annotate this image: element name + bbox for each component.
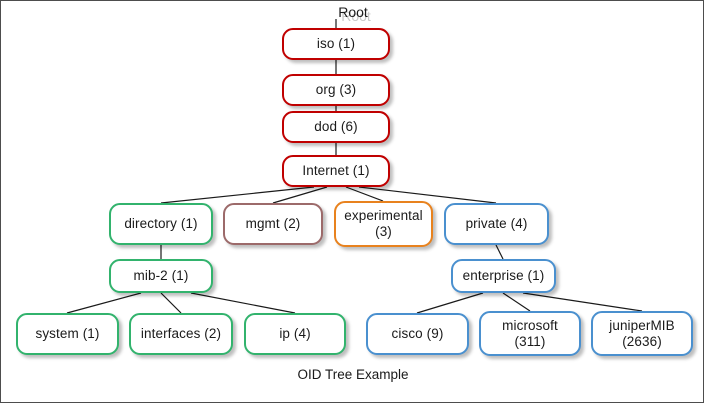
node-label-juniperMIB: juniperMIB (2636) [609,317,675,349]
node-enterprise[interactable]: enterprise (1) [451,259,556,293]
edge-internet-to-directory [160,186,315,204]
node-dod[interactable]: dod (6) [282,111,390,143]
node-label-mib2: mib-2 (1) [133,268,189,284]
edge-internet-to-private [358,186,497,204]
node-label-dod: dod (6) [314,119,358,135]
node-label-microsoft: microsoft (311) [502,317,558,349]
node-label-system: system (1) [35,326,100,342]
node-mib2[interactable]: mib-2 (1) [109,259,213,293]
root-label: Root [338,4,368,20]
node-label-cisco: cisco (9) [391,326,444,342]
edge-mib2-to-system [66,292,142,314]
node-label-interfaces: interfaces (2) [140,326,222,342]
node-cisco[interactable]: cisco (9) [366,313,469,355]
edge-internet-to-mgmt [272,186,328,204]
node-iso[interactable]: iso (1) [282,28,390,60]
node-internet[interactable]: Internet (1) [282,155,390,187]
node-org[interactable]: org (3) [282,74,390,106]
node-microsoft[interactable]: microsoft (311) [479,311,581,356]
edge-mib2-to-ip [190,292,296,314]
node-label-org: org (3) [315,82,357,98]
node-mgmt[interactable]: mgmt (2) [223,203,323,245]
edge-enterprise-to-microsoft [502,292,531,312]
node-label-iso: iso (1) [316,36,356,52]
node-label-internet: Internet (1) [302,163,370,179]
node-juniperMIB[interactable]: juniperMIB (2636) [591,311,693,356]
node-ip[interactable]: ip (4) [244,313,346,355]
edge-internet-to-experimental [345,186,384,202]
node-label-ip: ip (4) [279,326,311,342]
edge-mib2-to-interfaces [160,292,182,314]
node-label-private: private (4) [465,216,528,232]
node-private[interactable]: private (4) [444,203,549,245]
node-directory[interactable]: directory (1) [109,203,213,245]
edge-enterprise-to-juniperMIB [522,292,643,312]
node-label-enterprise: enterprise (1) [462,268,545,284]
node-label-mgmt: mgmt (2) [245,216,301,232]
diagram-caption: OID Tree Example [297,367,409,382]
node-label-directory: directory (1) [124,216,198,232]
root-label-shadow: Root [341,8,371,24]
edge-private-to-enterprise [495,244,504,260]
node-system[interactable]: system (1) [16,313,119,355]
node-label-experimental: experimental (3) [344,208,423,239]
node-experimental[interactable]: experimental (3) [334,201,433,247]
node-interfaces[interactable]: interfaces (2) [129,313,233,355]
edge-enterprise-to-cisco [416,292,484,314]
